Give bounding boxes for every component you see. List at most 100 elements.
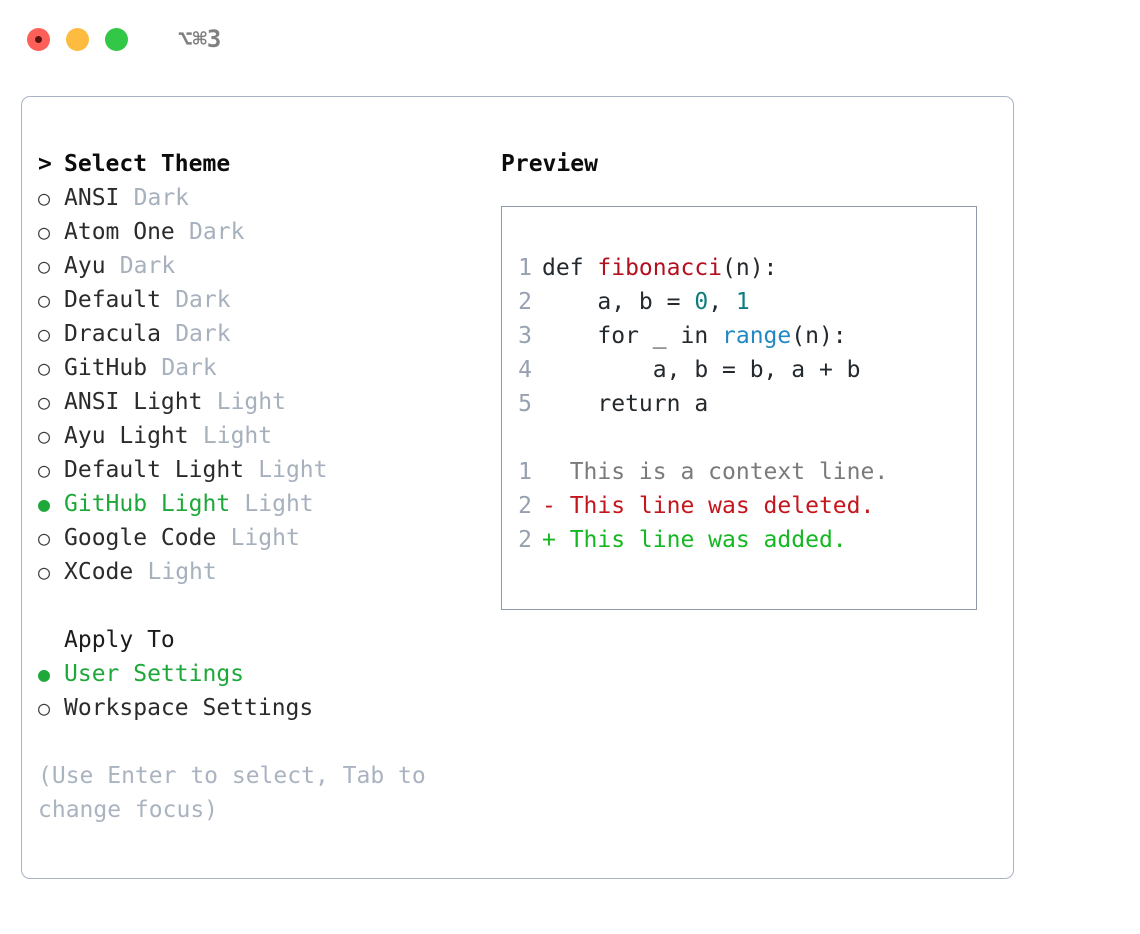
diff-marker: + [542,527,556,553]
theme-option-name: ANSI Light [64,389,203,415]
diff-marker: - [542,493,556,519]
code-token: , [708,289,736,315]
line-number: 4 [518,357,532,383]
radio-unselected-icon: ○ [38,560,51,584]
diff-text: This line was deleted. [555,493,875,519]
radio-unselected-icon: ○ [38,322,51,346]
theme-option-category: Dark [133,185,190,211]
theme-option-xcode[interactable]: ○ XCode Light [38,555,478,589]
theme-option-category: Light [258,457,328,483]
keyboard-shortcut-label: ⌥⌘3 [178,25,222,53]
apply-to-option-user-settings[interactable]: ● User Settings [38,657,478,691]
theme-option-default[interactable]: ○ Default Dark [38,283,478,317]
apply-to-option-workspace-settings[interactable]: ○ Workspace Settings [38,691,478,725]
theme-option-category: Dark [119,253,176,279]
line-number: 1 [518,255,532,281]
theme-option-github-light[interactable]: ● GitHub Light Light [38,487,478,521]
theme-option-category: Dark [175,287,231,313]
hint-spacer [38,725,478,759]
code-token: range [722,323,792,349]
diff-line: 2- This line was deleted. [502,489,976,523]
theme-option-name: Atom One [64,219,175,245]
diff-text: This line was added. [555,527,847,553]
code-line: 3 for _ in range(n): [502,319,976,353]
code-token: fibonacci [597,255,723,281]
radio-unselected-icon: ○ [38,424,51,448]
code-token: def [542,255,598,281]
line-number: 2 [518,493,532,519]
code-token: return a [542,391,709,417]
code-line: 5 return a [502,387,976,421]
theme-option-category: Dark [189,219,245,245]
theme-option-category: Light [216,389,286,415]
theme-list-header: > Select Theme [38,147,478,181]
radio-selected-icon: ● [38,662,51,686]
code-line: 2 a, b = 0, 1 [502,285,976,319]
code-token: 0 [694,289,709,315]
theme-option-name: Default [64,287,161,313]
radio-unselected-icon: ○ [38,254,51,278]
maximize-button[interactable] [105,27,128,51]
preview-title: Preview [501,151,598,177]
radio-unselected-icon: ○ [38,696,51,720]
theme-option-name: Google Code [64,525,217,551]
minimize-button[interactable] [66,27,89,51]
diff-sample: 1 This is a context line.2- This line wa… [502,455,976,557]
list-spacer [38,589,478,623]
line-number: 5 [518,391,532,417]
line-number: 1 [518,459,532,485]
apply-to-option-name: User Settings [64,661,245,687]
theme-option-name: ANSI [64,185,120,211]
code-token: (n): [791,323,847,349]
radio-unselected-icon: ○ [38,220,51,244]
theme-list-title: Select Theme [64,151,231,177]
line-number: 2 [518,527,532,553]
code-token: a, b = b, a + b [542,357,861,383]
radio-unselected-icon: ○ [38,390,51,414]
theme-option-name: GitHub [64,355,148,381]
theme-option-google-code[interactable]: ○ Google Code Light [38,521,478,555]
theme-option-name: GitHub Light [64,491,231,517]
apply-to-option-name: Workspace Settings [64,695,314,721]
radio-unselected-icon: ○ [38,458,51,482]
radio-selected-icon: ● [38,492,51,516]
radio-unselected-icon: ○ [38,356,51,380]
theme-option-default-light[interactable]: ○ Default Light Light [38,453,478,487]
theme-option-name: Dracula [64,321,161,347]
theme-option-name: XCode [64,559,134,585]
keyboard-hint-text: (Use Enter to select, Tab to change focu… [38,763,426,823]
diff-line: 1 This is a context line. [502,455,976,489]
line-number: 2 [518,289,532,315]
apply-to-list: ● User Settings ○ Workspace Settings [38,657,478,725]
theme-option-name: Ayu Light [64,423,189,449]
close-button[interactable] [27,27,50,51]
code-token: a, b = [542,289,695,315]
code-token: 1 [735,289,750,315]
diff-text: This is a context line. [555,459,889,485]
radio-unselected-icon: ○ [38,288,51,312]
theme-option-category: Light [230,525,300,551]
title-bar: ⌥⌘3 [0,0,1140,78]
theme-option-atom-one[interactable]: ○ Atom One Dark [38,215,478,249]
code-line: 4 a, b = b, a + b [502,353,976,387]
radio-unselected-icon: ○ [38,526,51,550]
theme-option-category: Light [147,559,217,585]
diff-line: 2 + This line was added. [502,523,976,557]
theme-option-name: Default Light [64,457,245,483]
theme-option-ansi-light[interactable]: ○ ANSI Light Light [38,385,478,419]
code-token: for _ in [542,323,723,349]
theme-option-category: Light [244,491,314,517]
apply-to-label: Apply To [64,627,175,653]
